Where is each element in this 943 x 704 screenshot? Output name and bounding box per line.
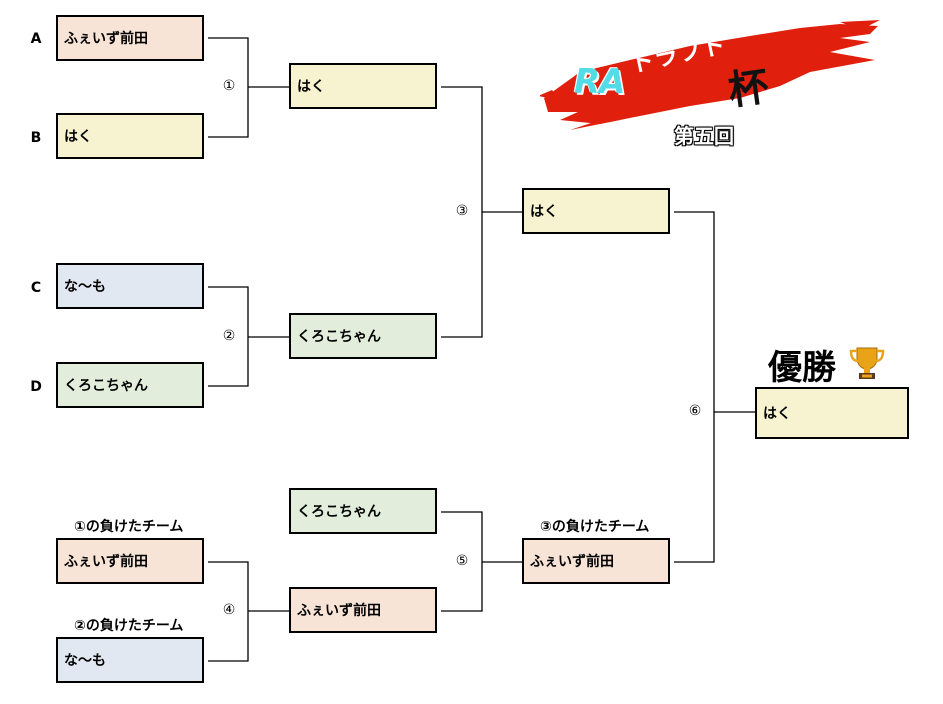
match4-winner-slot: ふぇいず前田 [289, 587, 437, 633]
match3-loser-caption: ③の負けたチーム [540, 519, 650, 535]
loser-caption-1: ①の負けたチーム [74, 519, 184, 535]
seed-label-d: D [30, 379, 42, 395]
title-latin: RA [574, 62, 625, 102]
champion-label: 優勝 [768, 348, 836, 388]
champion-slot: はく [755, 387, 909, 439]
trophy-icon [849, 347, 885, 379]
match6-connector [674, 211, 715, 563]
brush-stroke-banner [540, 20, 880, 130]
match-number-5: ⑤ [455, 553, 469, 569]
match5-top-slot: くろこちゃん [289, 488, 437, 534]
match-number-4: ④ [222, 602, 236, 618]
title-kanji: 杯 [725, 62, 772, 115]
match-number-1: ① [222, 78, 236, 94]
match-number-2: ② [222, 328, 236, 344]
match-number-3: ③ [455, 203, 469, 219]
seed-label-a: A [30, 31, 42, 47]
team-slot-d: くろこちゃん [56, 362, 204, 408]
match3-winner-slot: はく [522, 188, 670, 234]
team-slot-b: はく [56, 113, 204, 159]
title-edition: 第五回 [674, 124, 734, 148]
match5-winner-slot: ふぇいず前田 [522, 538, 670, 584]
loser-caption-2: ②の負けたチーム [74, 618, 184, 634]
match1-winner-slot: はく [289, 63, 437, 109]
seed-label-b: B [30, 130, 42, 146]
team-slot-a: ふぇいず前田 [56, 15, 204, 61]
seed-label-c: C [30, 280, 42, 296]
match-number-6: ⑥ [688, 403, 702, 419]
loser-slot-2: な～も [56, 637, 204, 683]
team-slot-c: な～も [56, 263, 204, 309]
loser-slot-1: ふぇいず前田 [56, 538, 204, 584]
match2-winner-slot: くろこちゃん [289, 313, 437, 359]
